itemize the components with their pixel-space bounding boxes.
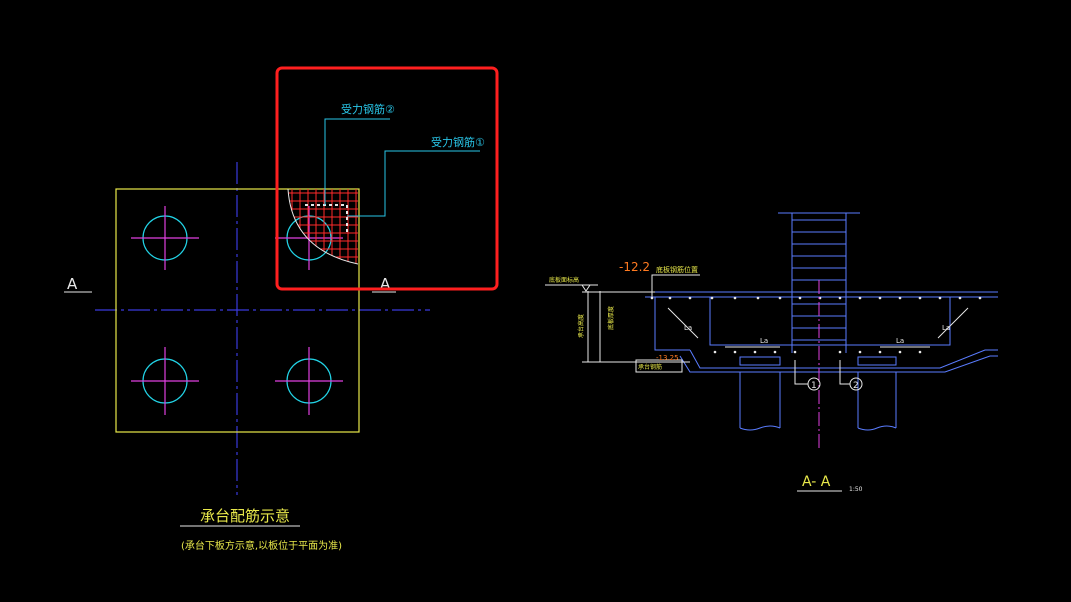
label-bottom-rebar: 承台钢筋 [638, 363, 662, 371]
pile-mark-1: 1 [811, 381, 817, 391]
plan-subtitle: (承台下板方示意,以板位于平面为准) [181, 539, 342, 552]
pile-right-section [857, 356, 897, 431]
slab [645, 291, 998, 373]
pile-cap-plan: A A 承台配筋示意 (承台下板方示意,以板位于平面为准) [64, 162, 430, 552]
elev-small: -13.25 [656, 354, 679, 362]
leader-pile-1 [794, 360, 808, 385]
level-triangle [581, 284, 591, 292]
column [778, 212, 860, 353]
highlight-box [275, 66, 499, 291]
label-depth2: 底板厚度 [607, 306, 615, 330]
elevation-label: -12.2 [619, 260, 650, 274]
plan-title: 承台配筋示意 [200, 507, 290, 525]
la-label-diag-right: La [942, 324, 950, 332]
pile-cap-outline [115, 188, 360, 433]
pile-mark-2: 2 [853, 381, 859, 391]
anchor-lines [667, 307, 969, 348]
rebar-dots [650, 296, 982, 354]
pile-bottom-right [275, 347, 343, 415]
leader-pile-2 [839, 360, 850, 385]
la-label-right: La [896, 337, 904, 345]
pile-mark-1-circle [807, 377, 821, 391]
pile-top-right [275, 206, 343, 270]
callout-rebar-2: 受力钢筋② [341, 102, 395, 116]
section-title: A- A [802, 474, 831, 490]
pile-left-section [739, 356, 781, 431]
bottom-rebar-tag [635, 359, 683, 373]
leader-rebar-1 [347, 150, 480, 217]
label-top-rebar: 底板钢筋位置 [656, 265, 698, 274]
la-label-diag-left: La [684, 324, 692, 332]
section-mark-left: A [67, 275, 78, 293]
pile-bottom-left [131, 347, 199, 415]
rebar-boundary-curve [287, 188, 359, 265]
section-scale: 1:50 [849, 486, 863, 493]
section-view: La La La La 1 2 底板面标高 [545, 212, 998, 493]
leader-rebar-2 [324, 118, 390, 205]
la-label-left: La [760, 337, 768, 345]
section-mark-right: A [380, 275, 391, 293]
pile-top-left [131, 206, 199, 270]
label-left-top: 底板面标高 [549, 276, 579, 284]
leader-top-rebar [651, 274, 700, 297]
pile-mark-2-circle [849, 377, 863, 391]
label-depth: 承台高度 [577, 314, 585, 338]
callout-rebar-1: 受力钢筋① [431, 135, 485, 149]
rebar-callouts: 受力钢筋② 受力钢筋① [324, 102, 485, 217]
